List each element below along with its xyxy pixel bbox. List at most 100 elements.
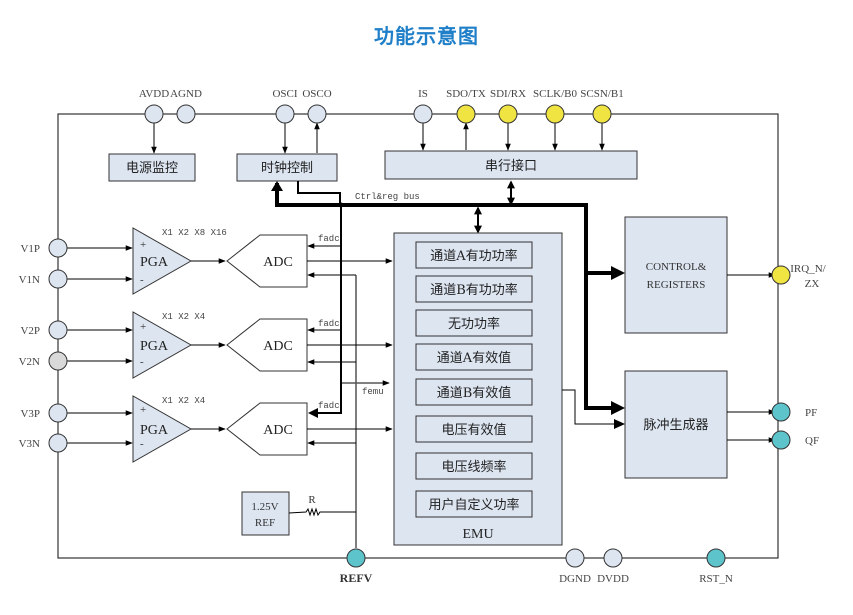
pin-label: V2N — [19, 356, 40, 368]
pin-marker[interactable] — [48, 269, 68, 289]
pin-pf[interactable]: PF — [771, 402, 817, 422]
pin-refv[interactable]: REFV — [340, 548, 373, 585]
fadc-label-1: fadc — [318, 234, 340, 244]
pga-gains: X1 X2 X8 X16 — [162, 228, 227, 238]
femu-label: femu — [362, 387, 384, 397]
pga-label: PGA — [140, 423, 169, 438]
pin-marker[interactable] — [545, 104, 565, 124]
pulse-generator-label: 脉冲生成器 — [643, 418, 708, 433]
emu-item-label: 无功功率 — [448, 316, 500, 332]
pin-marker[interactable] — [275, 104, 295, 124]
adc-converter: ADC — [226, 234, 308, 288]
pin-sdi-rx[interactable]: SDI/RX — [490, 88, 526, 124]
pin-marker[interactable] — [48, 320, 68, 340]
adc-label: ADC — [263, 423, 293, 438]
emu-label: EMU — [462, 527, 493, 542]
adc-converter: ADC — [226, 402, 308, 456]
fadc-label-3: fadc — [318, 401, 340, 411]
pin-label: OSCI — [272, 88, 297, 100]
resistor-label: R — [308, 494, 316, 506]
pin-marker[interactable] — [346, 548, 366, 568]
ref-label-1: 1.25V — [251, 501, 278, 513]
pin-marker[interactable] — [498, 104, 518, 124]
pin-agnd[interactable]: AGND — [170, 88, 202, 124]
pin-marker[interactable] — [565, 548, 585, 568]
pin-dgnd[interactable]: DGND — [559, 548, 591, 585]
pin-irq-n[interactable]: IRQ_N/ZX — [771, 263, 827, 290]
pin-label: SCSN/B1 — [580, 88, 623, 100]
pin-dvdd[interactable]: DVDD — [597, 548, 629, 585]
adc-converter: ADC — [226, 318, 308, 372]
clock-control-label: 时钟控制 — [261, 160, 313, 176]
pin-rst-n[interactable]: RST_N — [699, 548, 733, 585]
clock-distribution: fadc fadc fadc femu — [307, 202, 390, 418]
emu-item-label: 用户自定义功率 — [428, 497, 519, 513]
emu-item: 电压线频率 — [415, 452, 533, 480]
pin-is[interactable]: IS — [413, 88, 433, 124]
pin-label: SDO/TX — [446, 88, 486, 100]
pin-label: V3N — [19, 438, 40, 450]
pin-sclk-b0[interactable]: SCLK/B0 — [533, 88, 578, 124]
pga-amplifier: PGA+-X1 X2 X4 — [132, 395, 205, 463]
pin-v1p[interactable]: V1P — [20, 238, 68, 258]
pin-label: IS — [418, 88, 428, 100]
pin-label: REFV — [340, 571, 373, 585]
pin-label: AVDD — [139, 88, 169, 100]
pin-marker[interactable] — [48, 403, 68, 423]
control-registers-label-2: REGISTERS — [647, 279, 706, 291]
pin-label: V1P — [20, 243, 40, 255]
pin-sdo-tx[interactable]: SDO/TX — [446, 88, 486, 124]
pin-marker[interactable] — [48, 351, 68, 371]
pin-marker[interactable] — [176, 104, 196, 124]
pin-label: DVDD — [597, 573, 629, 585]
ctrl-reg-bus: Ctrl&reg bus — [271, 180, 625, 415]
pin-marker[interactable] — [771, 430, 791, 450]
pin-marker[interactable] — [413, 104, 433, 124]
pin-marker[interactable] — [307, 104, 327, 124]
pin-v2p[interactable]: V2P — [20, 320, 68, 340]
pin-marker[interactable] — [48, 238, 68, 258]
pin-marker[interactable] — [592, 104, 612, 124]
control-registers-label-1: CONTROL& — [646, 261, 707, 273]
pin-v2n[interactable]: V2N — [19, 351, 68, 371]
pin-marker[interactable] — [771, 265, 791, 285]
emu-item: 通道A有功功率 — [415, 241, 533, 269]
pin-osci[interactable]: OSCI — [272, 88, 298, 124]
pin-marker[interactable] — [48, 433, 68, 453]
pin-marker[interactable] — [603, 548, 623, 568]
reference-line — [307, 272, 357, 548]
pga-amplifier: PGA+-X1 X2 X8 X16 — [132, 227, 227, 295]
pin-label: DGND — [559, 573, 591, 585]
pin-marker[interactable] — [456, 104, 476, 124]
serial-interface-label: 串行接口 — [485, 158, 537, 174]
pin-label: AGND — [170, 88, 202, 100]
power-monitor-block: 电源监控 — [108, 153, 196, 182]
pin-label: RST_N — [699, 573, 733, 585]
emu-item: 通道A有效值 — [415, 343, 533, 371]
pin-label: OSCO — [302, 88, 331, 100]
pin-v3p[interactable]: V3P — [20, 403, 68, 423]
pin-label-line2: ZX — [805, 278, 820, 290]
emu-block: 通道A有功功率通道B有功功率无功功率通道A有效值通道B有效值电压有效值电压线频率… — [393, 232, 563, 546]
pin-v1n[interactable]: V1N — [19, 269, 68, 289]
emu-item-label: 通道B有效值 — [437, 385, 512, 401]
pin-marker[interactable] — [144, 104, 164, 124]
pin-qf[interactable]: QF — [771, 430, 819, 450]
pin-scsn-b1[interactable]: SCSN/B1 — [580, 88, 624, 124]
emu-item: 用户自定义功率 — [415, 490, 533, 518]
emu-item: 电压有效值 — [415, 415, 533, 443]
emu-item: 通道B有效值 — [415, 378, 533, 406]
power-monitor-label: 电源监控 — [126, 161, 178, 176]
ref-label-2: REF — [255, 517, 275, 529]
pin-v3n[interactable]: V3N — [19, 433, 68, 453]
pin-marker[interactable] — [706, 548, 726, 568]
control-registers-block: CONTROL& REGISTERS — [624, 216, 776, 334]
emu-item-label: 通道B有功功率 — [430, 282, 518, 298]
pin-avdd[interactable]: AVDD — [139, 88, 169, 124]
pin-marker[interactable] — [771, 402, 791, 422]
pin-osco[interactable]: OSCO — [302, 88, 332, 124]
pga-label: PGA — [140, 255, 169, 270]
